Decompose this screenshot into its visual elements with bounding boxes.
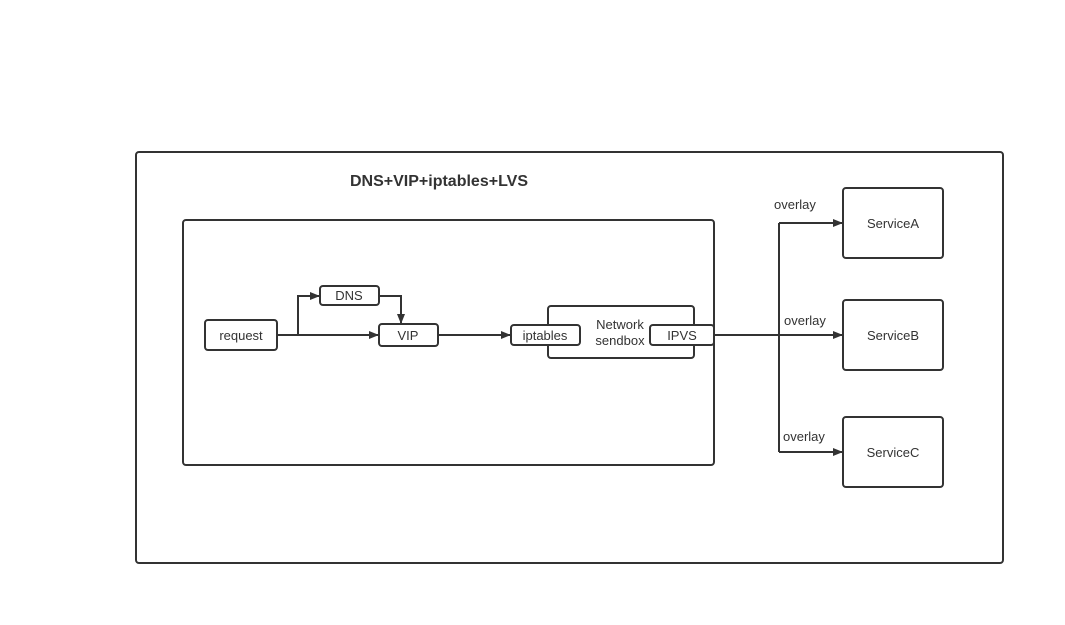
node-service-c-label: ServiceC: [867, 445, 920, 460]
edge-label-overlay-c: overlay: [783, 429, 825, 444]
node-iptables-box: [510, 324, 581, 346]
node-vip: VIP: [378, 323, 439, 347]
node-service-a-box: [842, 187, 944, 259]
node-vip-box: [378, 323, 439, 347]
node-iptables-label: iptables: [523, 328, 568, 343]
node-network-sandbox-label-line1: Network: [596, 317, 644, 332]
node-iptables: iptables: [510, 324, 581, 346]
node-dns: DNS: [319, 285, 380, 306]
edge-dns-vip: [379, 295, 405, 324]
node-request-box: [204, 319, 278, 351]
edge-request-dns: [297, 292, 320, 335]
node-service-a-label: ServiceA: [867, 216, 919, 231]
node-service-b-box: [842, 299, 944, 371]
node-dns-label: DNS: [335, 288, 363, 303]
node-service-b-label: ServiceB: [867, 328, 919, 343]
node-ipvs-label: IPVS: [667, 328, 697, 343]
node-dns-box: [319, 285, 380, 306]
edge-label-overlay-b: overlay: [784, 313, 826, 328]
node-network-sandbox-label-line2: sendbox: [595, 333, 645, 348]
node-service-b: ServiceB: [842, 299, 944, 371]
node-ipvs-box: [649, 324, 715, 346]
diagram-title: DNS+VIP+iptables+LVS: [350, 173, 528, 190]
outer-frame: [135, 151, 1004, 564]
node-service-c: ServiceC: [842, 416, 944, 488]
edge-label-overlay-a: overlay: [774, 197, 816, 212]
node-ipvs: IPVS: [649, 324, 715, 346]
node-request: request: [204, 319, 278, 351]
node-service-c-box: [842, 416, 944, 488]
node-vip-label: VIP: [398, 328, 419, 343]
node-request-label: request: [219, 328, 263, 343]
node-service-a: ServiceA: [842, 187, 944, 259]
